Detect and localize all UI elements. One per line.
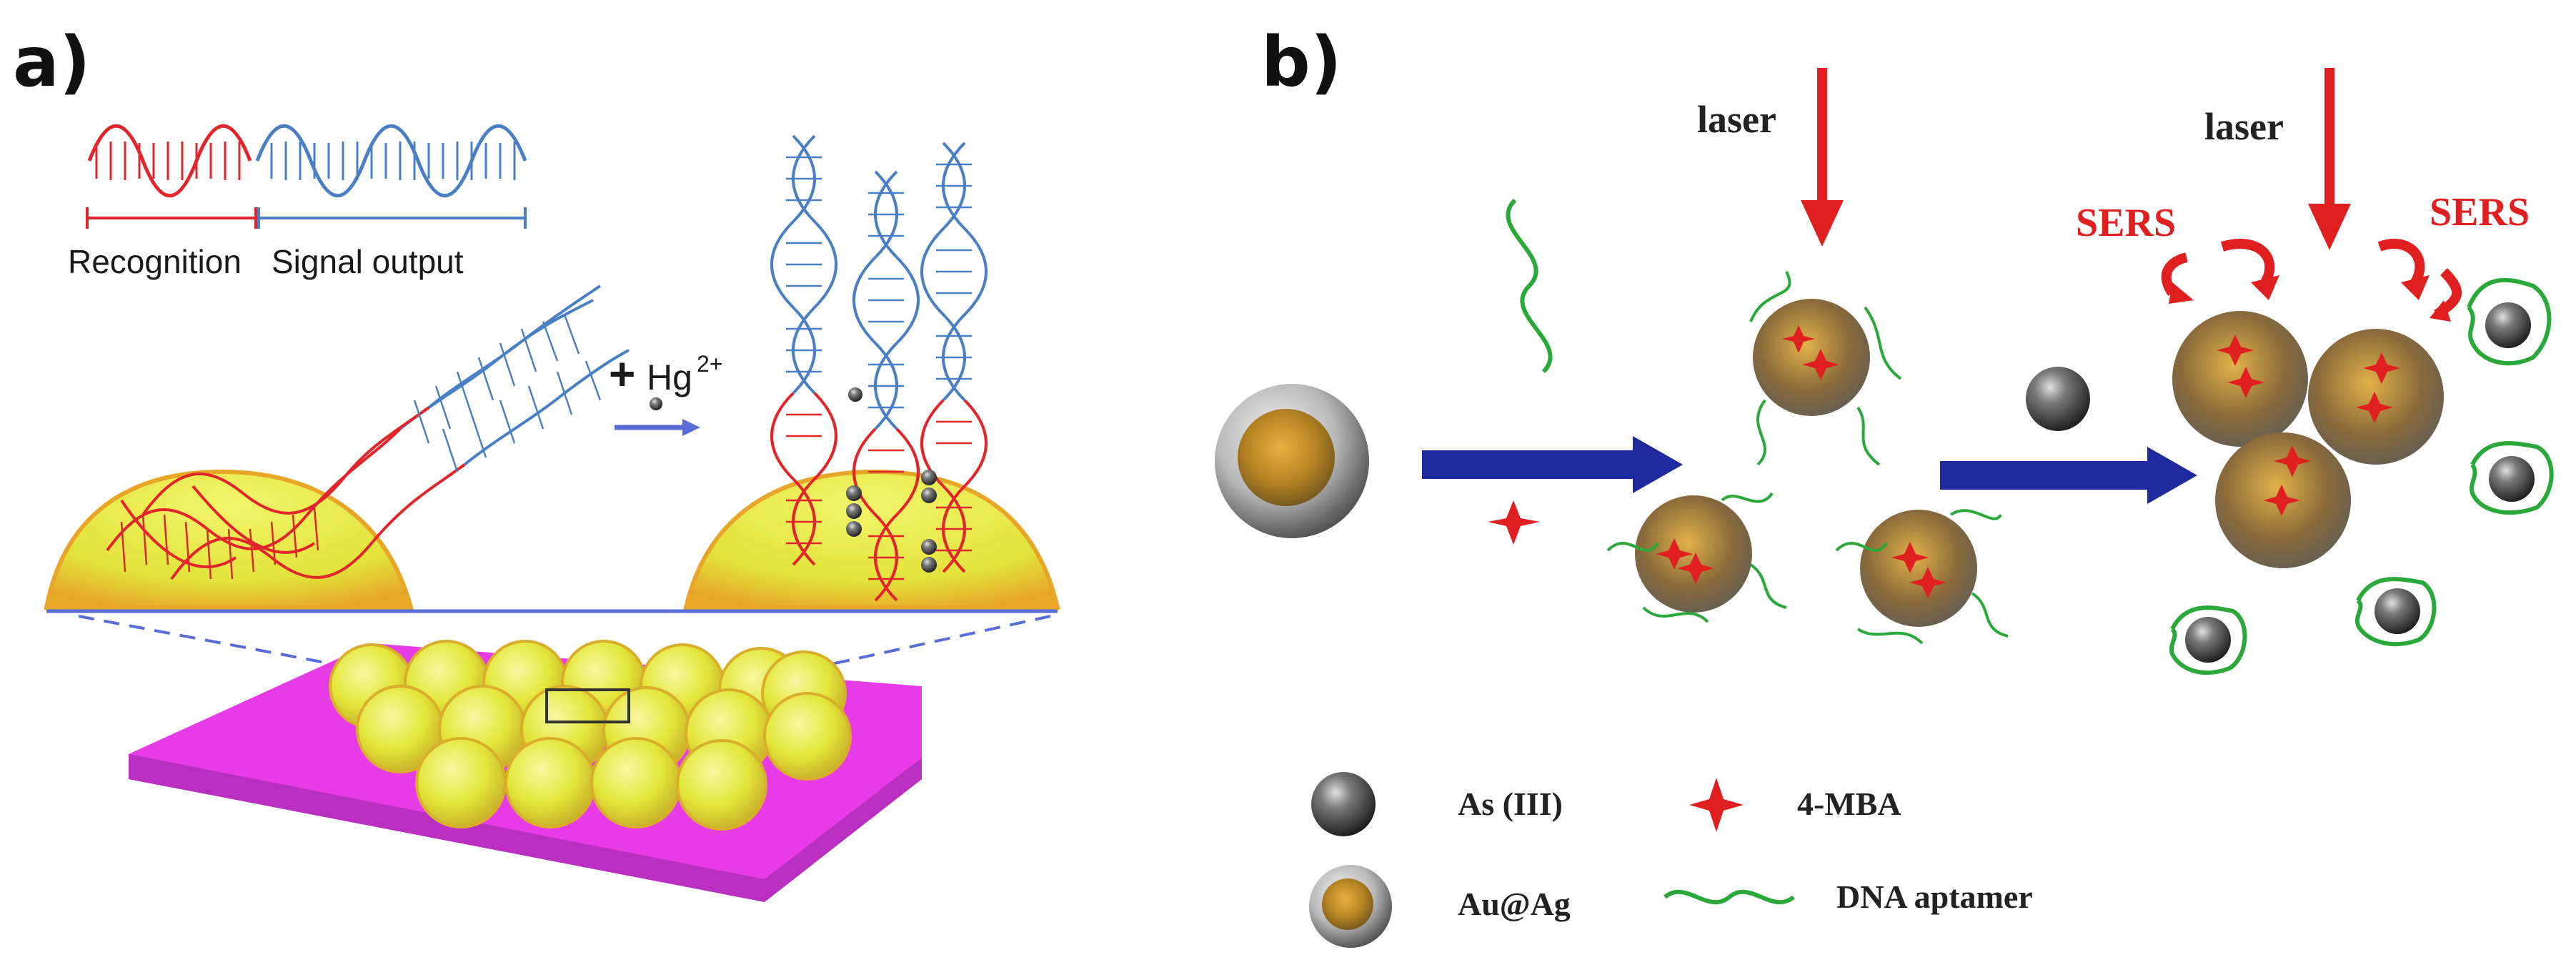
reagent-hg: + Hg 2+ — [609, 348, 722, 436]
legend-recognition-helix — [87, 124, 252, 197]
panel-b-legend: As (III) 4-MBA Au@Ag DNA aptamer — [1309, 772, 2033, 948]
sers-arrow-heads — [2169, 275, 2451, 322]
free-aptamer — [1506, 198, 1553, 374]
fn-particle-2 — [1606, 492, 1787, 623]
process-arrow-1-head — [1633, 436, 1683, 493]
sers-label-left: SERS — [2076, 201, 2176, 245]
legend-signal-bases — [270, 142, 516, 180]
legend-signal-label: Signal output — [272, 243, 464, 280]
reagent-ion-charge: 2+ — [697, 351, 722, 377]
zoom-guide-right — [632, 615, 1051, 709]
legend-auag-label: Au@Ag — [1458, 886, 1571, 922]
legend-dna-label: DNA aptamer — [1836, 878, 2033, 915]
legend-auag-icon — [1322, 878, 1373, 930]
probes-unbound-bases-red — [120, 507, 319, 580]
sers-signal-arrows — [2161, 239, 2462, 319]
agg-mba-stars — [2217, 335, 2400, 516]
legend-bracket-signal — [257, 207, 527, 229]
dome-right — [683, 469, 1060, 610]
reagent-arrow-head — [682, 419, 700, 436]
dome-after — [683, 134, 1060, 610]
legend-signal-helix — [255, 124, 527, 197]
process-arrow-2-head — [2147, 447, 2197, 504]
laser-label-2: laser — [2204, 105, 2284, 148]
duplex-rungs-blue — [786, 156, 972, 409]
panel-a: a) — [13, 22, 1060, 902]
fn-particle-1 — [1749, 271, 1902, 466]
bound-hg-ions — [846, 387, 937, 573]
legend-dna-icon — [1664, 889, 1795, 905]
legend-mba-label: 4-MBA — [1797, 786, 1901, 822]
legend-as-label: As (III) — [1458, 786, 1563, 822]
legend-bracket-recognition — [86, 207, 257, 229]
reagent-ion-label: Hg — [647, 357, 692, 397]
as-ion-arriving — [2026, 367, 2090, 431]
mba-star-free — [1488, 500, 1540, 545]
captured-as-ions — [2185, 302, 2535, 663]
hg-ion-icon — [650, 397, 662, 410]
laser-beam-2-head — [2308, 204, 2351, 250]
auag-core — [1238, 409, 1335, 506]
aggregated-particles — [2172, 311, 2444, 568]
reagent-plus: + — [609, 348, 635, 400]
sers-label-right: SERS — [2430, 190, 2530, 234]
legend-recognition-bases — [95, 142, 241, 180]
laser-label-1: laser — [1697, 98, 1776, 141]
probes-unbound — [106, 284, 630, 580]
legend-recognition-label: Recognition — [68, 243, 242, 280]
legend-mba-icon — [1689, 778, 1744, 832]
dome-before — [44, 284, 630, 610]
panel-b-label: b) — [1261, 22, 1342, 102]
fn-particle-3 — [1835, 509, 2009, 645]
gold-bead-array — [329, 640, 852, 831]
aptamer-as-complexes — [2169, 277, 2554, 675]
auag-particle-source — [1215, 384, 1369, 538]
zoom-region-box — [545, 688, 630, 723]
duplex-rungs-red — [786, 413, 972, 580]
panel-a-label: a) — [13, 22, 91, 102]
laser-beam-1-head — [1801, 200, 1844, 247]
panel-b: b) laser — [1215, 22, 2554, 948]
probes-unbound-bases-blue — [413, 314, 602, 472]
functionalized-particles — [1606, 271, 2009, 645]
strand-legend: Recognition Signal output — [68, 124, 527, 280]
legend-as-icon — [1311, 772, 1376, 836]
